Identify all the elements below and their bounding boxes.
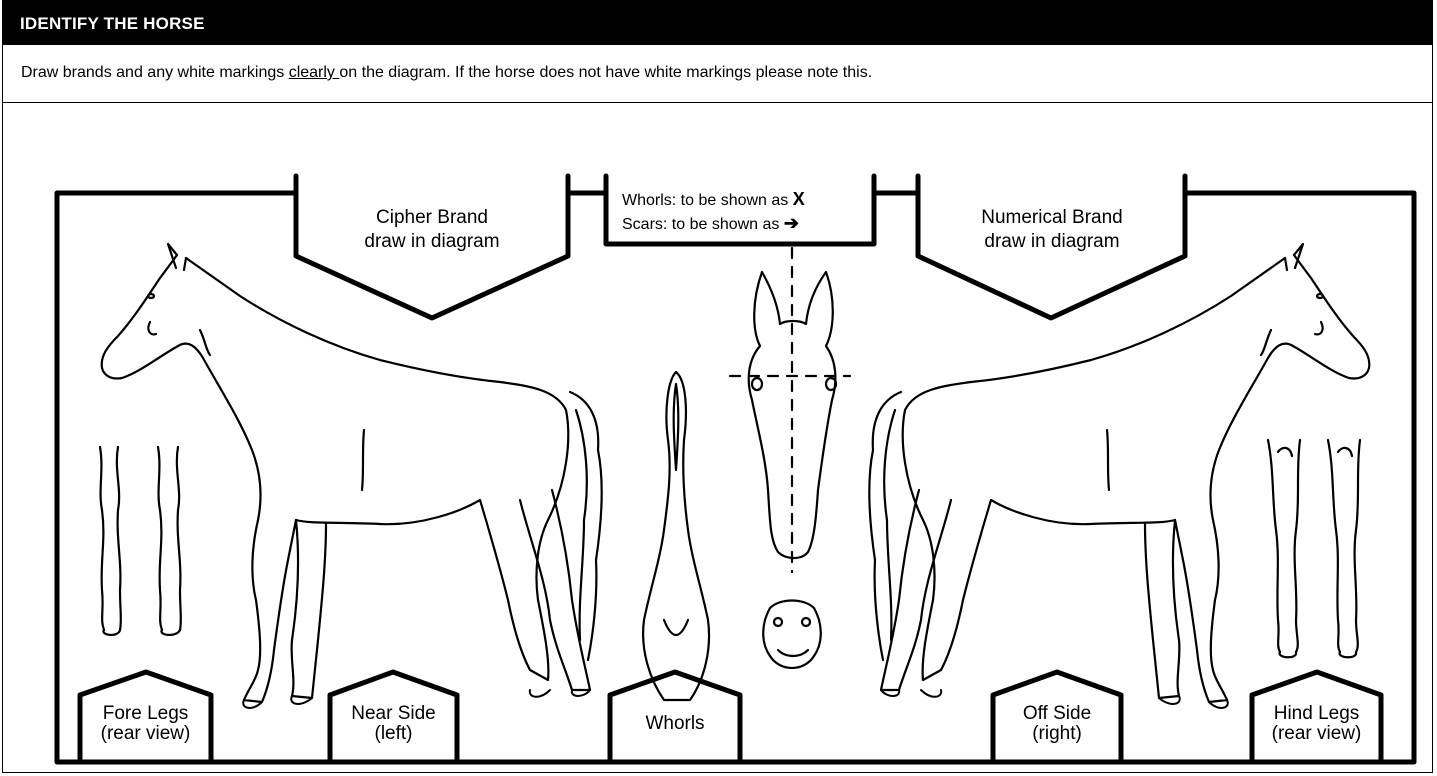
- near-side-label: Near Side (left): [330, 704, 457, 744]
- cipher-brand-label: Cipher Brand draw in diagram: [336, 206, 528, 254]
- whorl-x-symbol: X: [793, 189, 805, 209]
- muzzle-view: [763, 601, 821, 669]
- numerical-brand-label: Numerical Brand draw in diagram: [950, 206, 1154, 254]
- scars-legend-row: Scars: to be shown as ➔: [606, 212, 872, 236]
- hind-legs-line2: (rear view): [1252, 724, 1381, 744]
- diagram-border: [57, 193, 1414, 762]
- whorls-legend-text: Whorls: to be shown as: [622, 192, 793, 209]
- numerical-brand-line2: draw in diagram: [950, 230, 1154, 254]
- off-side-line1: Off Side: [993, 704, 1121, 724]
- hind-legs-rear-view: [1268, 440, 1360, 657]
- fore-legs-line2: (rear view): [80, 724, 211, 744]
- hind-legs-label: Hind Legs (rear view): [1252, 704, 1381, 744]
- hind-legs-line1: Hind Legs: [1252, 704, 1381, 724]
- whorls-line1: Whorls: [610, 714, 740, 734]
- off-side-horse-outline: [869, 244, 1369, 702]
- fore-legs-label: Fore Legs (rear view): [80, 704, 211, 744]
- marking-legend: Whorls: to be shown as X Scars: to be sh…: [606, 188, 872, 236]
- off-side-line2: (right): [993, 724, 1121, 744]
- fore-legs-line1: Fore Legs: [80, 704, 211, 724]
- whorls-legend-row: Whorls: to be shown as X: [606, 188, 872, 212]
- fore-legs-rear-view: [100, 447, 181, 635]
- off-side-label: Off Side (right): [993, 704, 1121, 744]
- scar-arrow-icon: ➔: [784, 213, 799, 233]
- head-front-view: [730, 248, 850, 572]
- cipher-brand-line1: Cipher Brand: [336, 206, 528, 230]
- whorls-label: Whorls: [610, 714, 740, 734]
- near-side-line2: (left): [330, 724, 457, 744]
- near-side-line1: Near Side: [330, 704, 457, 724]
- neck-underside-view: [643, 372, 709, 700]
- numerical-brand-line1: Numerical Brand: [950, 206, 1154, 230]
- cipher-brand-line2: draw in diagram: [336, 230, 528, 254]
- scars-legend-text: Scars: to be shown as: [622, 216, 784, 233]
